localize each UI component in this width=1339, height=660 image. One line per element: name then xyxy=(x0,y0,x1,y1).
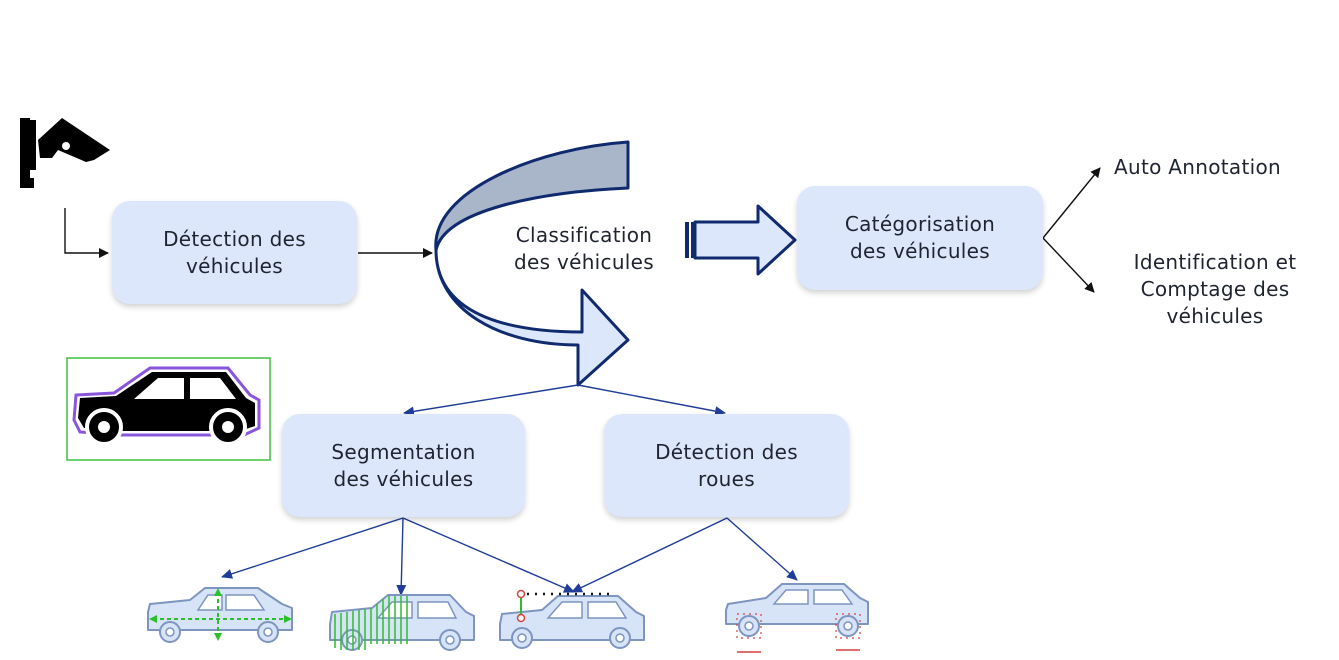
security-camera-icon xyxy=(20,118,110,188)
car-height-icon xyxy=(499,589,645,649)
block-arrow-categorisation xyxy=(685,204,797,276)
connector-identification xyxy=(1042,237,1095,293)
node-categorisation-label: Catégorisation des véhicules xyxy=(844,212,996,263)
connector-seg-car3 xyxy=(402,517,575,593)
node-detection-vehicules: Détection des véhicules xyxy=(112,201,357,304)
car-wheel-icon xyxy=(725,583,869,653)
node-segmentation: Segmentation des véhicules xyxy=(282,414,525,517)
output-auto-annotation: Auto Annotation xyxy=(1114,155,1281,179)
connector-roues-car4 xyxy=(726,517,798,581)
connector-classif-segmentation xyxy=(403,384,579,417)
connector-auto-annotation xyxy=(1042,167,1101,239)
classification-label: Classification des véhicules xyxy=(513,223,654,274)
car-slice-icon xyxy=(329,594,475,651)
connector-camera-detection xyxy=(64,208,109,258)
node-categorisation: Catégorisation des véhicules xyxy=(797,186,1043,290)
output-identification-comptage: Identification et Comptage des véhicules xyxy=(1133,250,1297,328)
car-dimension-icon xyxy=(147,587,293,643)
connector-seg-car2 xyxy=(396,517,407,596)
connector-seg-car1 xyxy=(221,517,404,579)
node-detection-roues: Détection des roues xyxy=(604,414,849,517)
node-detection-roues-label: Détection des roues xyxy=(655,439,798,491)
segmented-car-icon xyxy=(66,357,271,461)
connector-roues-car3 xyxy=(571,517,728,593)
curved-classification-arrow xyxy=(434,140,630,387)
node-detection-vehicules-label: Détection des véhicules xyxy=(163,226,306,278)
node-segmentation-label: Segmentation des véhicules xyxy=(331,439,476,491)
connector-classif-roues xyxy=(577,384,726,417)
